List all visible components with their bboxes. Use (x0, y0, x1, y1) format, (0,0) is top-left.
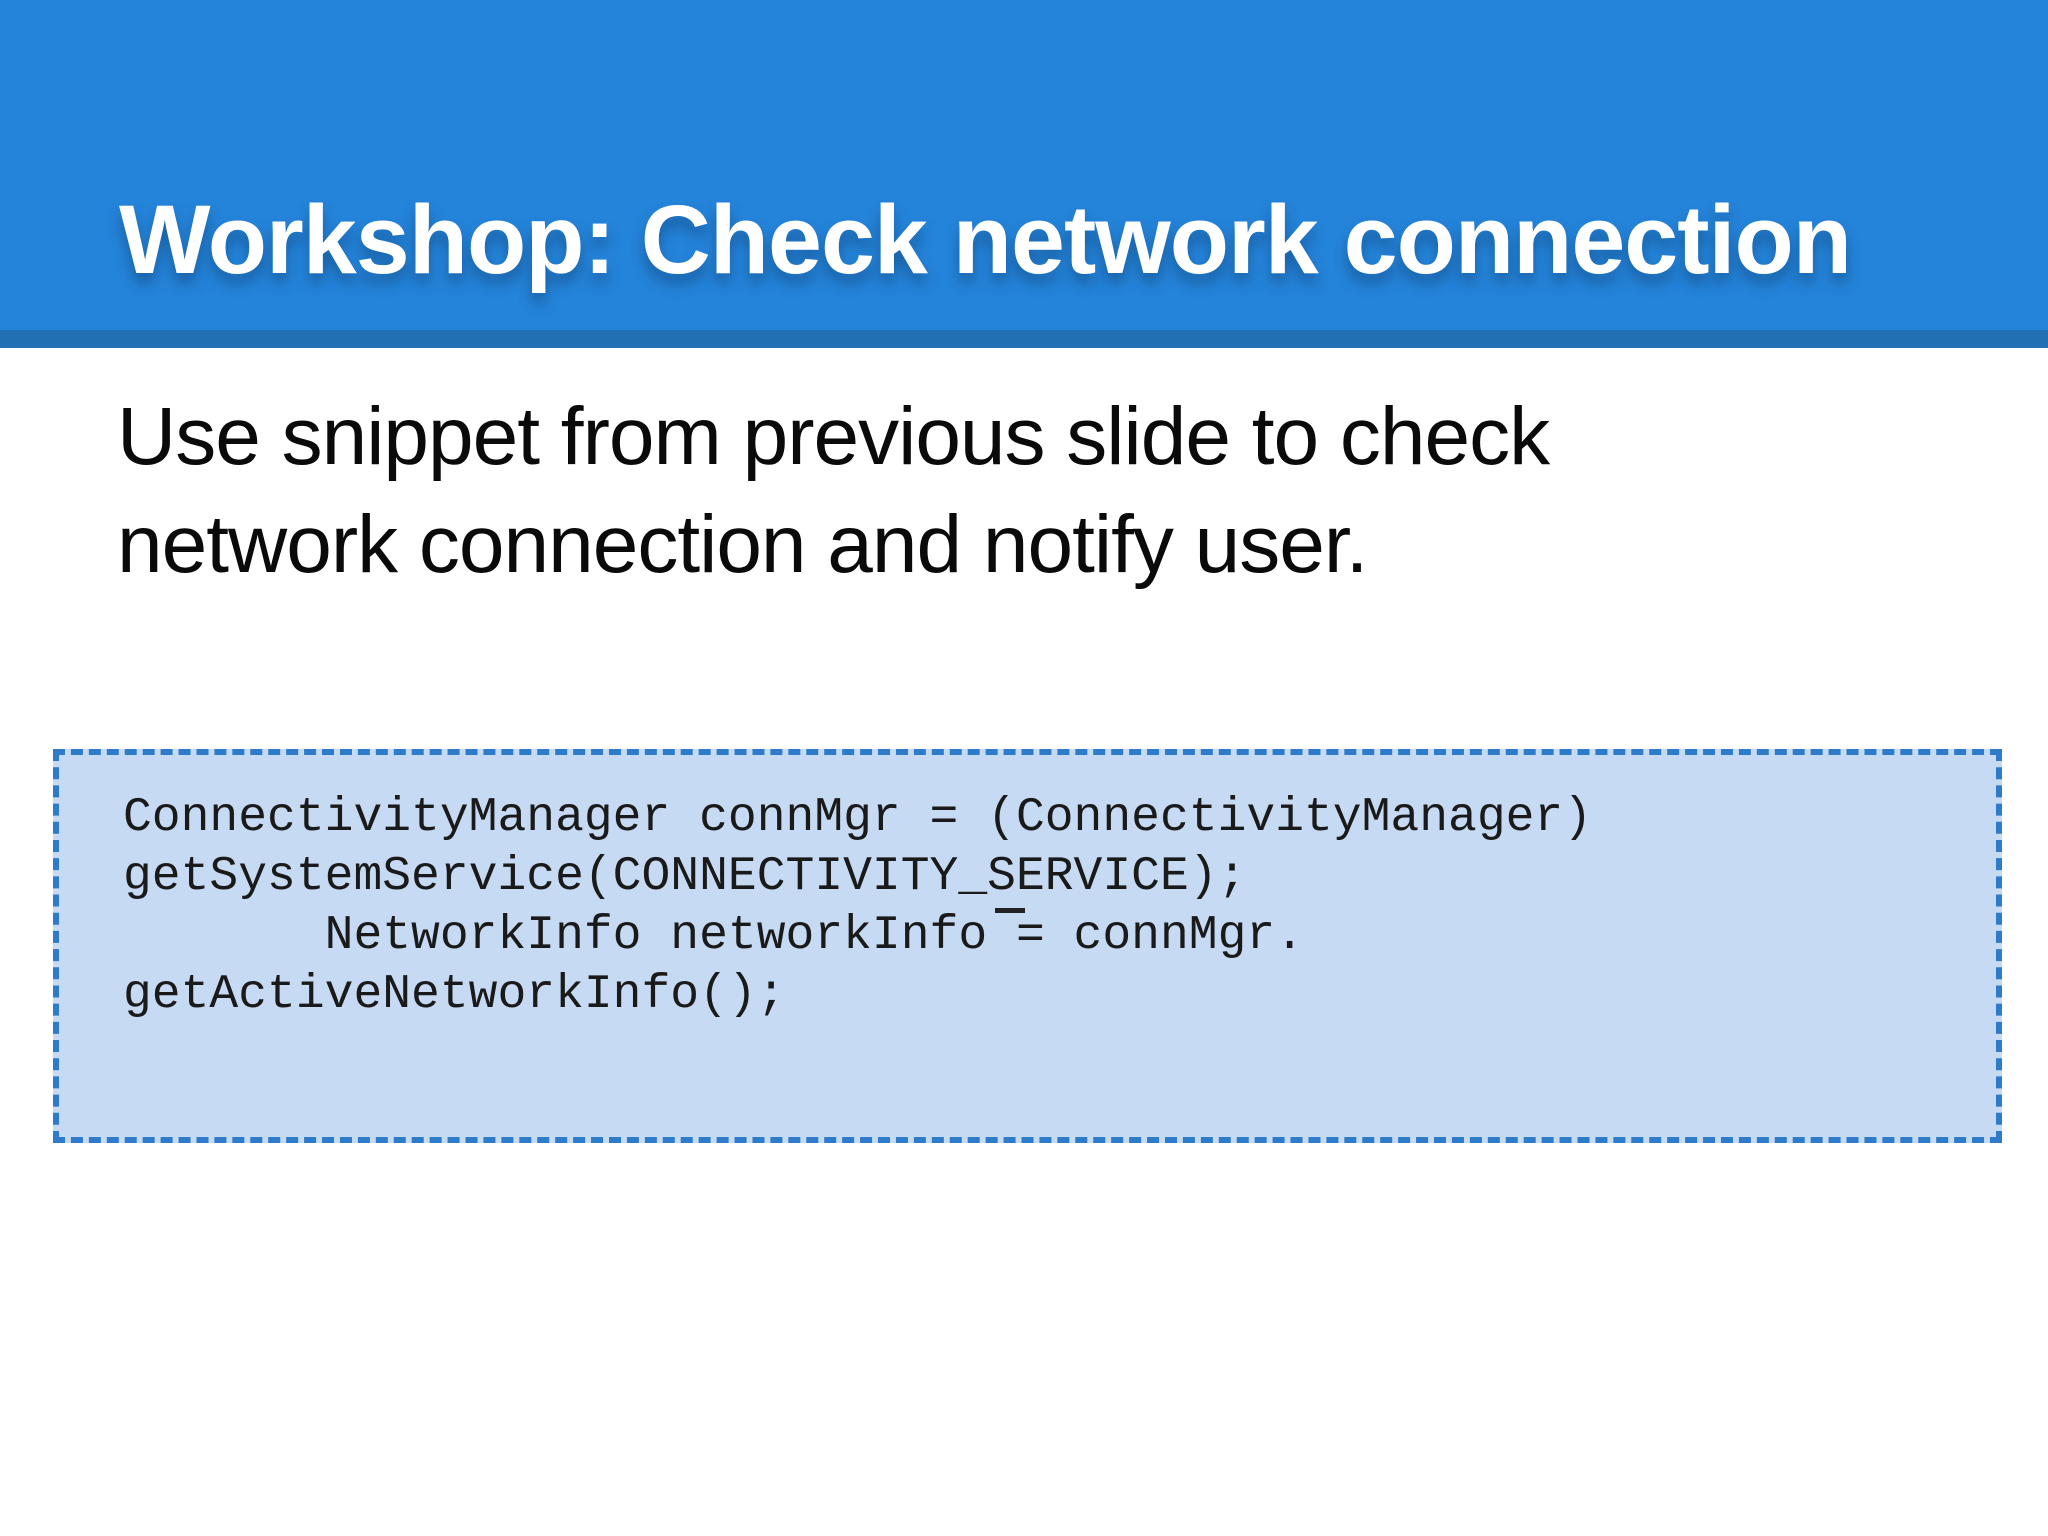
header-accent-strip (0, 330, 2048, 348)
code-line-1: ConnectivityManager connMgr = (Connectiv… (123, 791, 1593, 845)
render-artifact-overline (995, 908, 1025, 913)
code-snippet-box: ConnectivityManager connMgr = (Connectiv… (53, 749, 2002, 1143)
code-line-4: getActiveNetworkInfo(); (123, 968, 786, 1022)
code-line-3: NetworkInfo networkInfo = connMgr. (123, 909, 1304, 963)
body-text-line-2: network connection and notify user. (117, 499, 1368, 590)
body-text: Use snippet from previous slide to check… (117, 383, 1550, 599)
header-band: Workshop: Check network connection (0, 0, 2048, 330)
slide-title: Workshop: Check network connection (119, 185, 1852, 294)
code-block: ConnectivityManager connMgr = (Connectiv… (59, 755, 1996, 1025)
body-text-line-1: Use snippet from previous slide to check (117, 391, 1550, 482)
code-line-2: getSystemService(CONNECTIVITY_SERVICE); (123, 850, 1247, 904)
